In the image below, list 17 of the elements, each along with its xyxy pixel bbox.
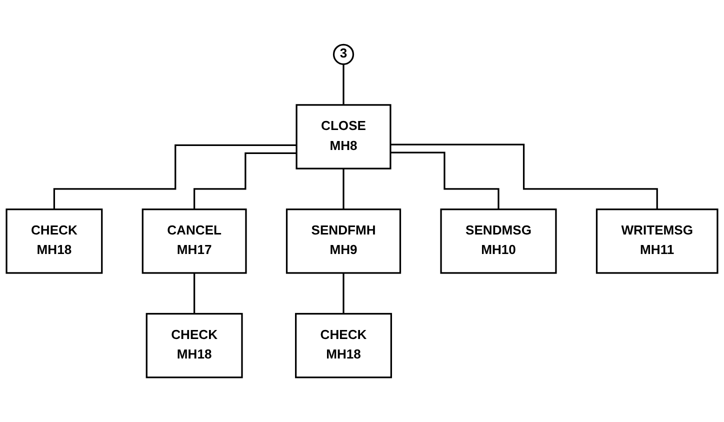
connector: [390, 152, 500, 210]
node-box: CHECK MH18: [146, 312, 243, 378]
node-box: WRITEMSG MH11: [596, 208, 718, 274]
node-circle: 3: [332, 44, 354, 65]
connector: [194, 272, 196, 315]
connector: [390, 144, 658, 210]
node-box: SENDFMH MH9: [286, 208, 402, 274]
node-box: CHECK MH18: [6, 208, 103, 274]
connector: [342, 63, 344, 106]
node-box: CHECK MH18: [295, 312, 392, 378]
node-box: CANCEL MH17: [142, 208, 247, 274]
node-box: CLOSE MH8: [296, 104, 392, 170]
connector: [53, 144, 297, 210]
connector: [194, 152, 297, 210]
connector: [342, 272, 344, 315]
connector: [342, 168, 344, 210]
node-box: SENDMSG MH10: [440, 208, 557, 274]
